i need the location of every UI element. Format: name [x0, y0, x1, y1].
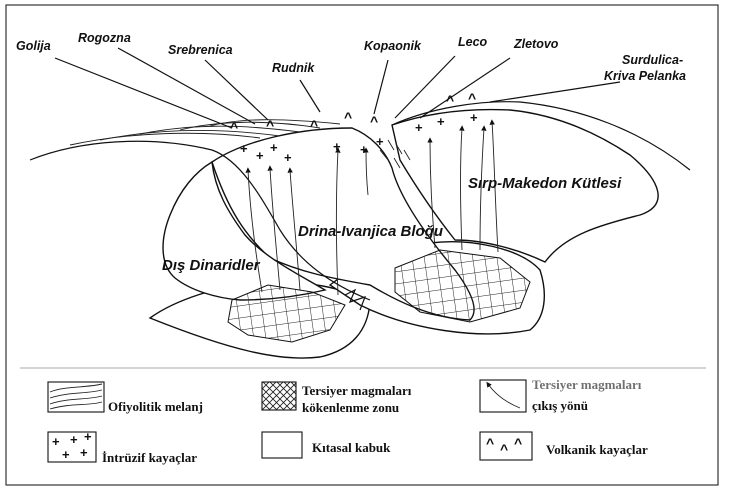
legend-tersiyer-zonu: Tersiyer magmaları kökenlenme zonu — [262, 382, 412, 415]
svg-text:+: + — [70, 432, 78, 447]
svg-text:+: + — [333, 139, 341, 154]
svg-text:^: ^ — [230, 119, 238, 135]
legend-volkanik-text: Volkanik kayaçlar — [546, 442, 648, 457]
svg-text:+: + — [52, 434, 60, 449]
svg-text:^: ^ — [514, 435, 522, 451]
svg-text:+: + — [376, 134, 384, 149]
svg-text:^: ^ — [486, 435, 494, 451]
label-kopaonik: Kopaonik — [364, 39, 422, 53]
label-zletovo: Zletovo — [513, 37, 559, 51]
svg-text:^: ^ — [500, 441, 508, 457]
legend-intruzif: +++ ++ İntrüzif kayaçlar — [48, 429, 197, 465]
svg-text:+: + — [360, 142, 368, 157]
svg-text:+: + — [256, 148, 264, 163]
region-dis-dinaridler: Dış Dinaridler — [162, 257, 261, 274]
label-surdulica: Surdulica- — [622, 53, 683, 67]
legend-cikis-yonu: Tersiyer magmaları çıkış yönü — [480, 377, 642, 413]
svg-text:+: + — [84, 429, 92, 444]
label-kriva-pelanka: Kriva Pelanka — [604, 69, 686, 83]
svg-text:+: + — [284, 150, 292, 165]
svg-text:+: + — [270, 140, 278, 155]
region-drina-ivanjica: Drina-Ivanjica Bloğu — [298, 223, 443, 240]
svg-text:+: + — [470, 110, 478, 125]
svg-text:+: + — [437, 114, 445, 129]
svg-text:+: + — [240, 141, 248, 156]
region-sirp-makedon: Sırp-Makedon Kütlesi — [468, 175, 622, 192]
legend-ofiyolitik-text: Ofiyolitik melanj — [108, 399, 203, 414]
legend-volkanik: ^ ^ ^ Volkanik kayaçlar — [480, 432, 648, 460]
legend-kitasal-text: Kıtasal kabuk — [312, 440, 391, 455]
legend-kitasal: Kıtasal kabuk — [262, 432, 391, 458]
svg-text:^: ^ — [310, 117, 318, 133]
legend-ofiyolitik: Ofiyolitik melanj — [48, 382, 203, 414]
svg-text:+: + — [415, 120, 423, 135]
label-leco: Leco — [458, 35, 488, 49]
svg-text:+: + — [62, 447, 70, 462]
svg-text:+: + — [80, 445, 88, 460]
legend-cikis-line1: Tersiyer magmaları — [532, 377, 642, 392]
legend-tersiyer-line2: kökenlenme zonu — [302, 400, 399, 415]
legend-tersiyer-line1: Tersiyer magmaları — [302, 383, 412, 398]
svg-text:^: ^ — [468, 90, 476, 106]
label-srebrenica: Srebrenica — [168, 43, 233, 57]
label-golija: Golija — [16, 39, 51, 53]
svg-text:^: ^ — [344, 109, 352, 125]
legend-cikis-line2: çıkış yönü — [532, 398, 588, 413]
label-rogozna: Rogozna — [78, 31, 131, 45]
legend-intruzif-text: İntrüzif kayaçlar — [102, 450, 197, 465]
label-rudnik: Rudnik — [272, 61, 315, 75]
svg-text:^: ^ — [370, 113, 378, 129]
